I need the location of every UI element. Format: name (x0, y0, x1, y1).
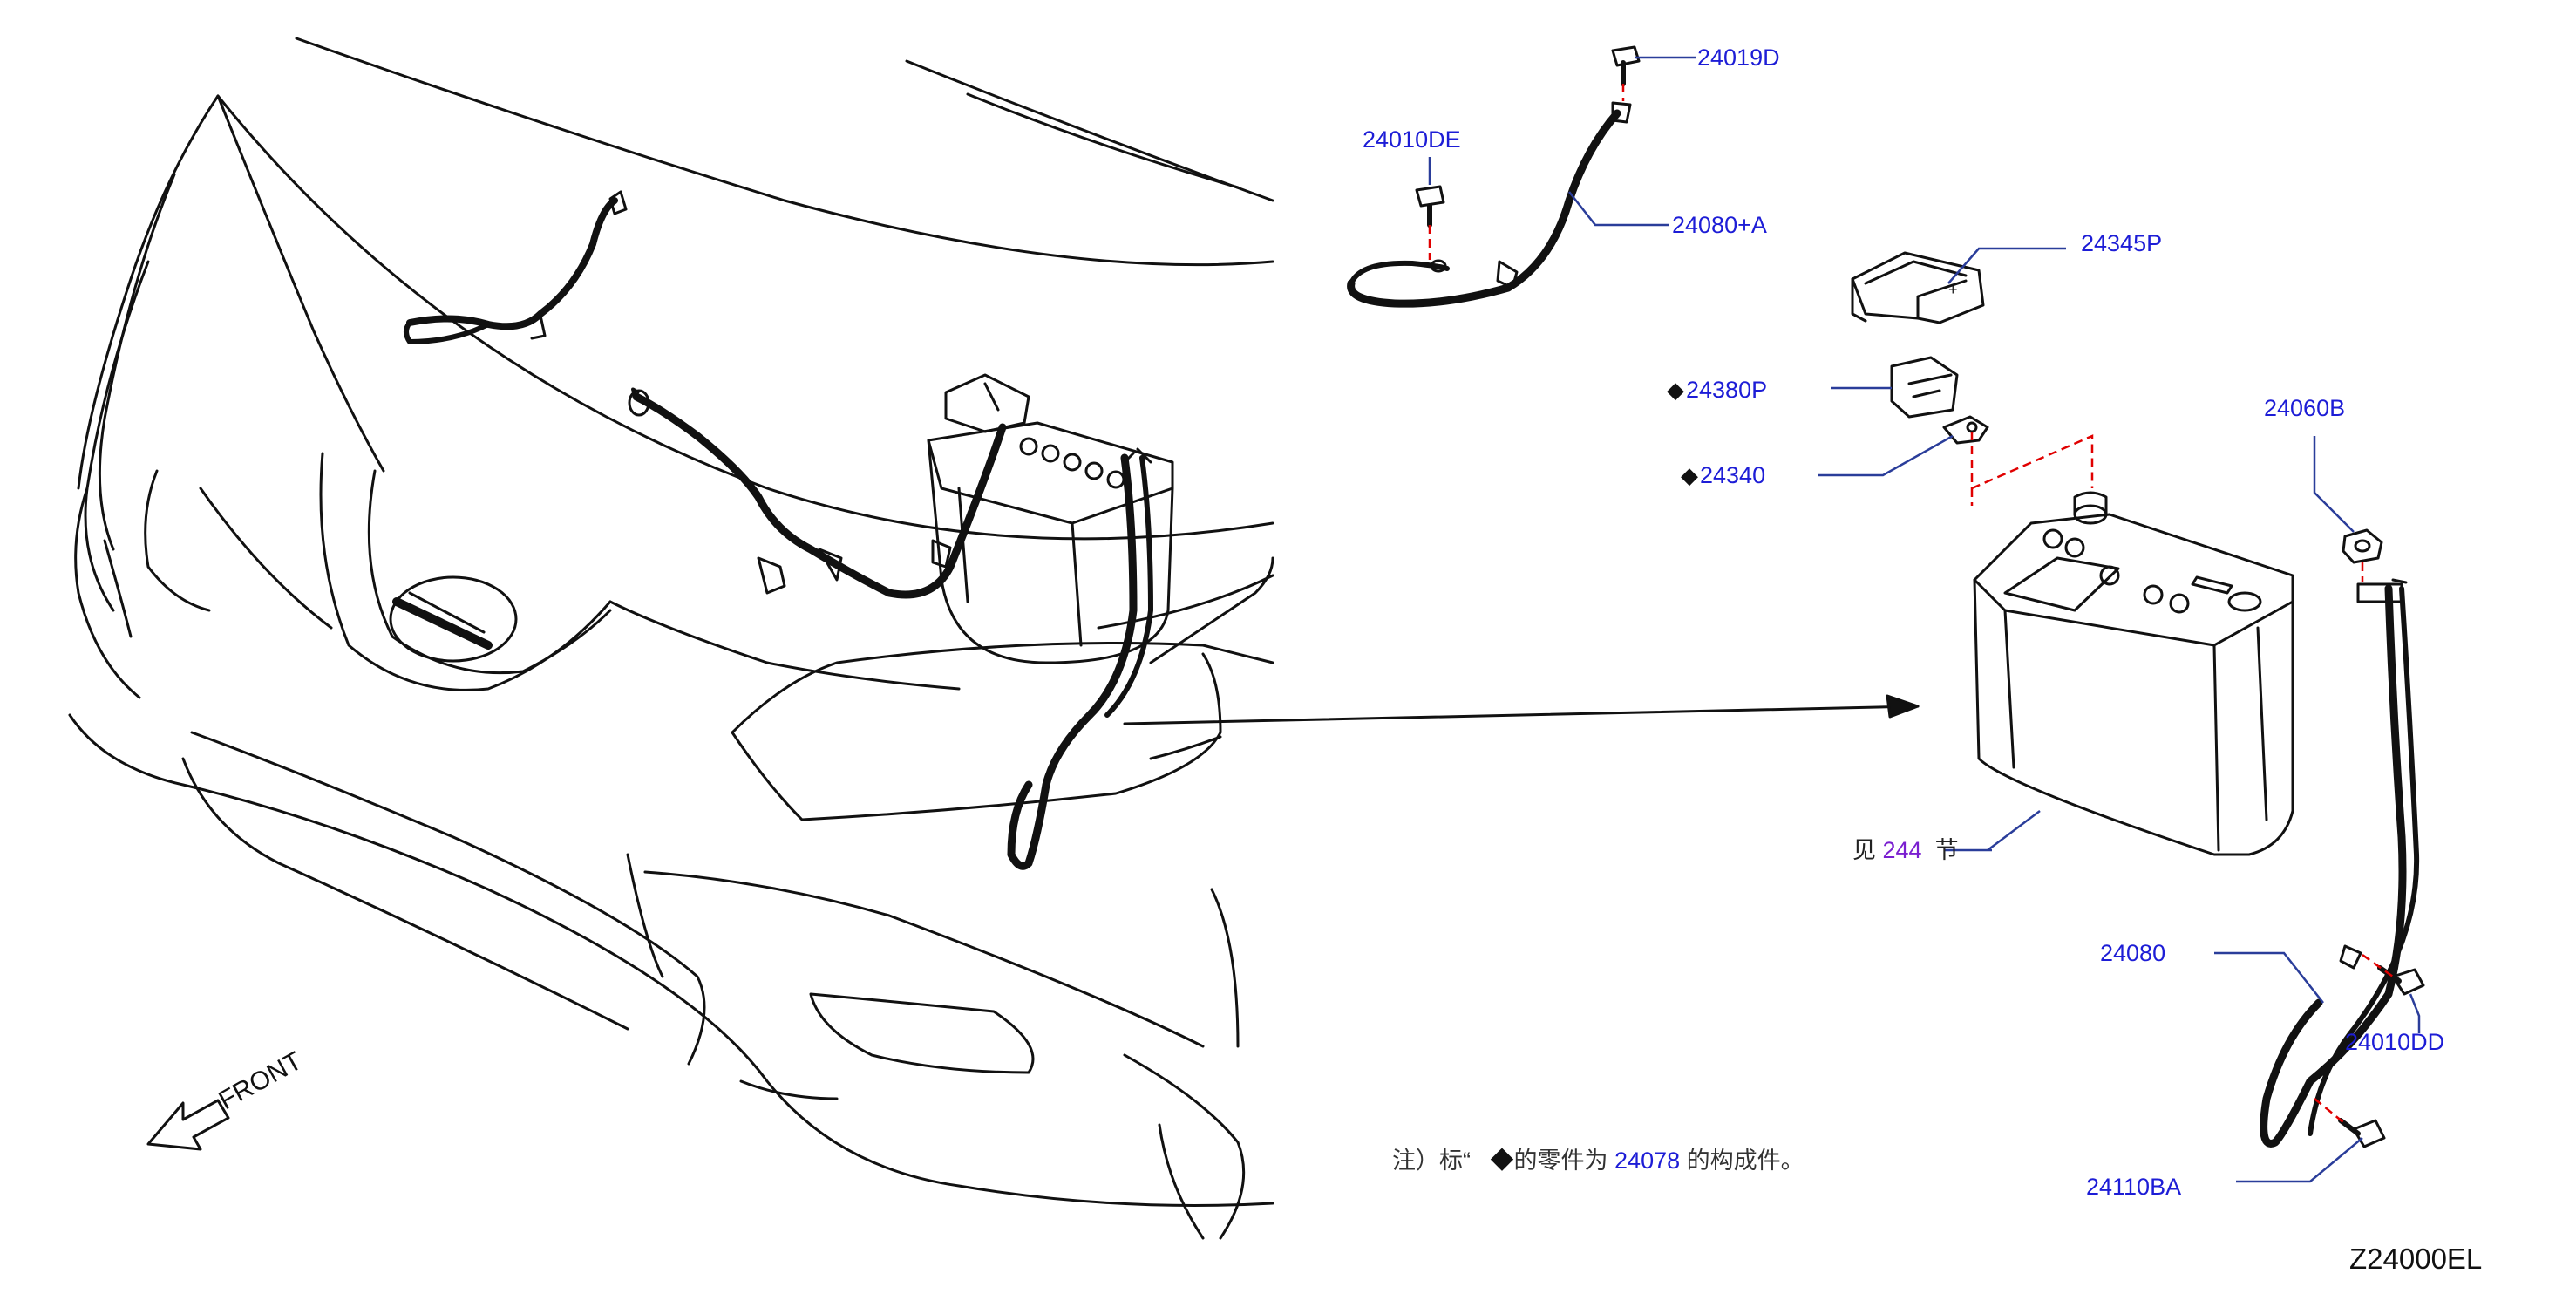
diagram-code: Z24000EL (2349, 1243, 2483, 1275)
label-24080[interactable]: 24080 (2100, 940, 2166, 966)
label-24380P[interactable]: ◆24380P (1667, 378, 1767, 402)
see-section-prefix: 见 (1852, 837, 1876, 863)
svg-text:+: + (1948, 281, 1958, 298)
bolt-24019D (1611, 45, 1641, 86)
vehicle-front-outline (68, 37, 1274, 1240)
label-24340[interactable]: ◆24340 (1681, 464, 1765, 487)
diamond-marker: ◆ (1681, 462, 1698, 488)
label-24010DD[interactable]: 24010DD (2345, 1029, 2445, 1055)
installed-cables (404, 190, 1153, 870)
terminal-24340 (1942, 415, 1989, 445)
see-section-suffix: 节 (1934, 837, 1959, 863)
installed-battery (927, 421, 1174, 664)
note-diamond: ◆ (1490, 1148, 1514, 1174)
indicator-arrow (1123, 694, 1920, 725)
label-24345P[interactable]: 24345P (2081, 230, 2163, 256)
bolt-24010DE (1415, 185, 1445, 228)
diamond-marker: ◆ (1667, 377, 1684, 403)
note-part-link[interactable]: 24078 (1614, 1148, 1681, 1174)
label-24010DE[interactable]: 24010DE (1363, 126, 1461, 153)
footnote: 注）标“ ◆的零件为 24078 的构成件。 (1392, 1149, 1805, 1173)
fusible-link-24380P (1890, 356, 1959, 419)
battery-exploded (1973, 491, 2294, 856)
label-24340-text: 24340 (1700, 462, 1766, 488)
cable-24080A (1347, 101, 1632, 308)
see-section-link[interactable]: 244 (1882, 837, 1922, 863)
label-24019D[interactable]: 24019D (1697, 44, 1780, 71)
nut-24060B (2342, 528, 2383, 564)
leader-lines (1428, 56, 2421, 1183)
note-suffix: 的构成件。 (1686, 1148, 1805, 1174)
terminal-cover-24345P: + (1851, 251, 1985, 324)
label-24060B[interactable]: 24060B (2264, 395, 2346, 421)
note-middle: 的零件为 (1513, 1148, 1608, 1174)
see-section-reference: 见 244 节 (1852, 839, 1959, 862)
label-24080A[interactable]: 24080+A (1672, 212, 1767, 238)
cable-24080 (2260, 578, 2420, 1148)
front-arrow-icon (146, 1099, 230, 1151)
label-24110BA[interactable]: 24110BA (2086, 1174, 2182, 1200)
bolt-24110BA (2338, 1118, 2386, 1148)
note-prefix: 注）标“ (1392, 1148, 1471, 1174)
label-24380P-text: 24380P (1686, 377, 1768, 403)
alignment-lines (1428, 84, 2394, 1123)
